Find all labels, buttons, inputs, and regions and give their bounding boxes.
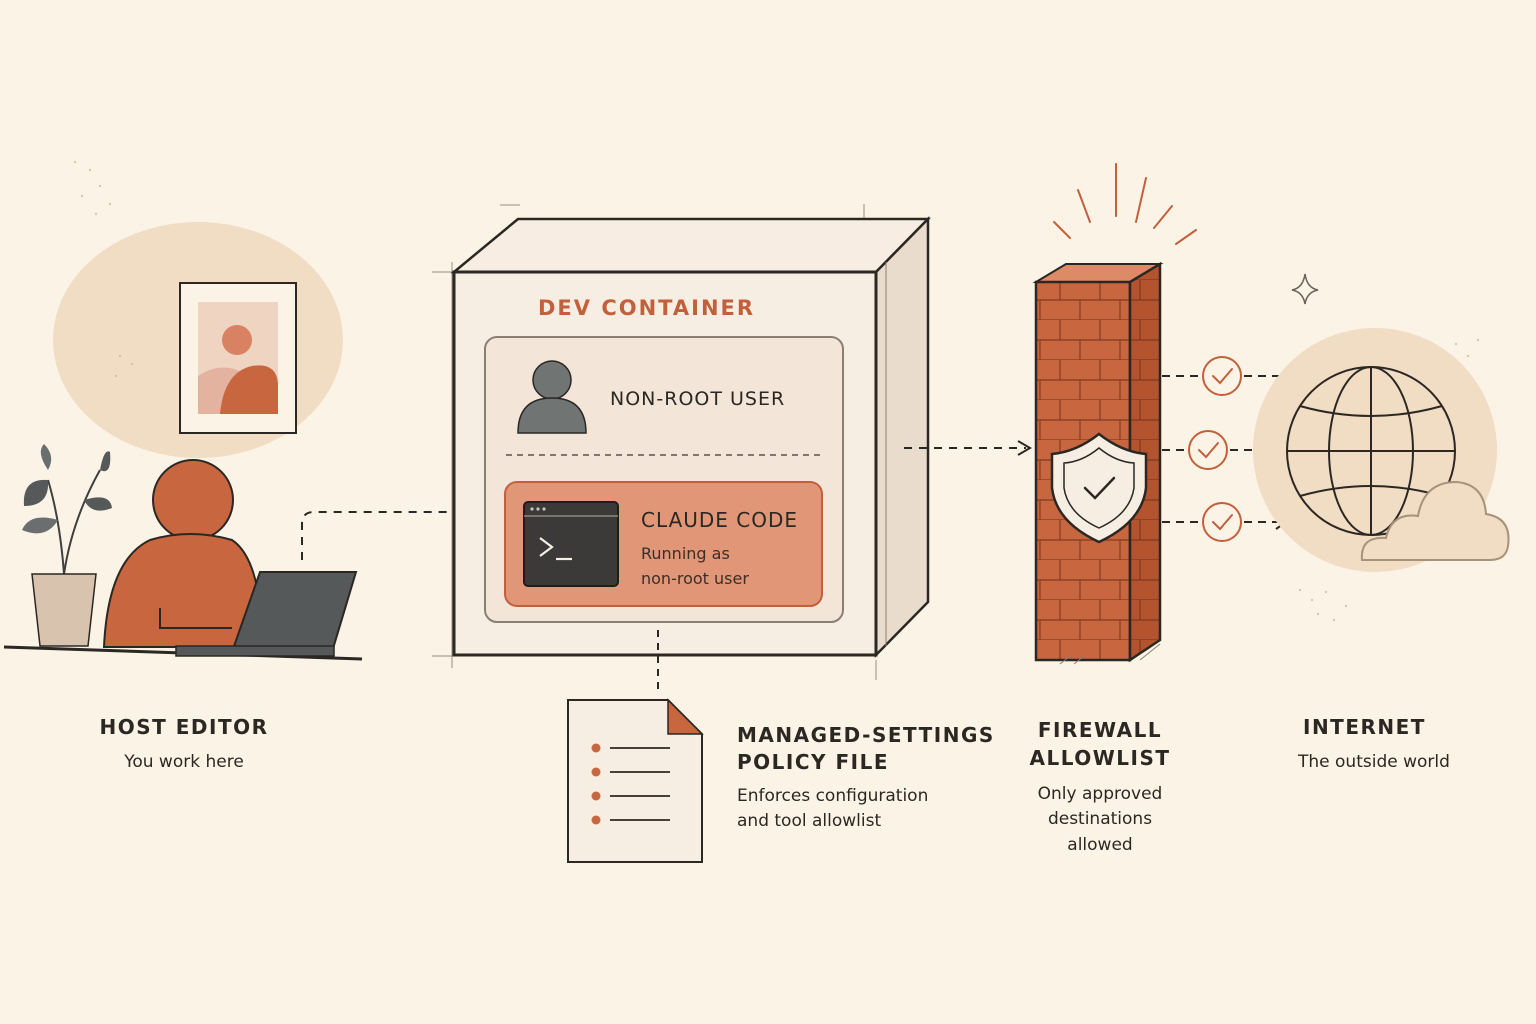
globe-icon: [1286, 366, 1456, 536]
person-icon: [102, 459, 264, 648]
firewall-title-line-1: FIREWALL: [1037, 718, 1163, 742]
claude-code-title: CLAUDE CODE: [641, 508, 799, 532]
laptop-icon: [175, 571, 358, 657]
policy-file-subtitle-line-1: Enforces configuration: [737, 786, 929, 806]
firewall-subtitle-line-1: Only approved: [1037, 784, 1163, 804]
internet-title: INTERNET: [1303, 715, 1426, 739]
internet-subtitle: The outside world: [1298, 752, 1450, 772]
policy-file-title-line-1: MANAGED-SETTINGS: [737, 723, 995, 747]
plant-icon: [22, 444, 112, 647]
document-icon: [567, 698, 704, 863]
firewall-subtitle-line-3: allowed: [1067, 835, 1133, 855]
cloud-icon: [1360, 480, 1510, 561]
host-editor-title: HOST EDITOR: [99, 715, 269, 739]
firewall-wall: [1032, 163, 1197, 665]
policy-file-title-line-2: POLICY FILE: [737, 750, 889, 774]
firewall-subtitle-line-2: destinations: [1047, 809, 1153, 829]
claude-code-subtitle-line-2: non-root user: [641, 569, 749, 588]
sparkle-icon: [1291, 273, 1319, 305]
check-circle-icon: [1188, 430, 1228, 470]
terminal-icon: [523, 501, 619, 587]
user-icon: [517, 360, 587, 434]
host-to-container-arrow: [301, 511, 470, 560]
policy-file-subtitle-line-2: and tool allowlist: [737, 811, 882, 831]
host-editor-subtitle: You work here: [124, 752, 244, 772]
dev-container-title: DEV CONTAINER: [538, 296, 756, 320]
picture-frame-icon: [179, 282, 297, 434]
internet-illustration: [1253, 273, 1510, 622]
firewall-title-line-2: ALLOWLIST: [1029, 746, 1171, 770]
check-circle-icon: [1202, 502, 1242, 542]
non-root-user-label: NON-ROOT USER: [610, 388, 786, 410]
check-circle-icon: [1202, 356, 1242, 396]
shield-check-icon: [1050, 432, 1148, 544]
host-editor-illustration: [3, 160, 363, 661]
claude-code-subtitle-line-1: Running as: [641, 544, 730, 563]
